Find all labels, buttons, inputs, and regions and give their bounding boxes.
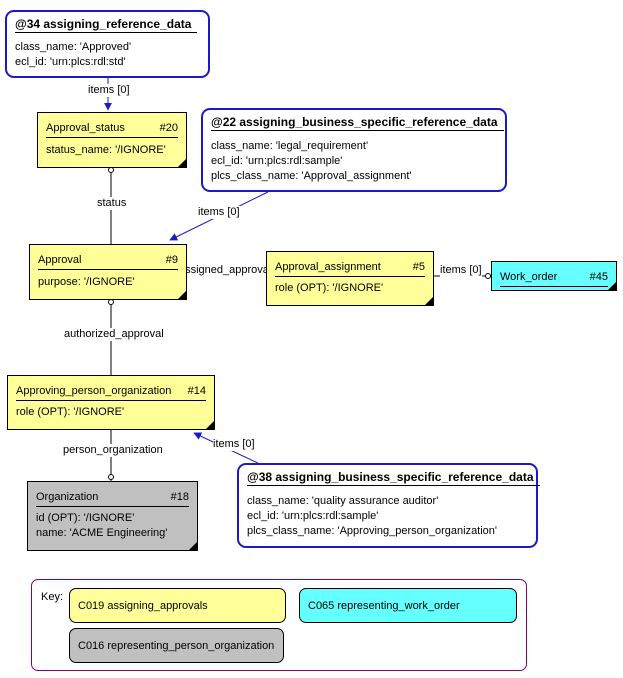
ref-box-22-line: class_name: 'legal_requirement' [211,140,369,152]
key-item-label: C065 representing_work_order [308,600,460,612]
items38-label: items [0] [213,438,255,451]
items-workorder-label: items [0] [440,264,482,277]
ref-box-22[interactable]: @22 assigning_business_specific_referenc… [201,108,507,192]
entity-name: Approving_person_organization [16,385,172,397]
entity-header: Approval_assignment #5 [275,260,425,277]
box-corner-marker [206,421,214,429]
box-corner-marker [189,542,197,550]
ref-box-22-line: ecl_id: 'urn:plcs:rdl:sample' [211,155,343,167]
entity-number: #18 [170,491,189,503]
entity-name: Approval_assignment [275,261,381,273]
entity-approval-assignment[interactable]: Approval_assignment #5 role (OPT): '/IGN… [266,251,434,306]
box-corner-marker [178,291,186,299]
authorized-approval-label: authorized_approval [64,328,164,341]
entity-number: #9 [165,254,178,266]
ref-box-38[interactable]: @38 assigning_business_specific_referenc… [237,463,540,548]
ref-box-38-line: ecl_id: 'urn:plcs:rdl:sample' [247,510,379,522]
box-corner-marker [608,282,616,290]
items-workorder-endpoint-circle [485,273,491,279]
entity-number: #5 [412,261,425,273]
entity-work-order[interactable]: Work_order #45 [491,261,617,291]
entity-attribute: role (OPT): '/IGNORE' [16,406,125,418]
entity-name: Organization [36,491,99,503]
entity-header: Approval_status #20 [46,121,178,138]
items34-label: items [0] [88,84,130,97]
entity-number: #45 [589,271,608,283]
entity-approving-person-organization[interactable]: Approving_person_organization #14 role (… [7,375,215,430]
person-organization-endpoint-circle [108,474,114,480]
entity-approval-status[interactable]: Approval_status #20 status_name: '/IGNOR… [37,112,187,168]
box-corner-marker [425,297,433,305]
ref-box-22-title: @22 assigning_business_specific_referenc… [211,114,504,131]
ref-box-22-line: plcs_class_name: 'Approval_assignment' [211,170,412,182]
assigned-approval-label-clip: assigned_approval [187,264,266,278]
entity-header: Approving_person_organization #14 [16,384,206,401]
entity-header: Approval #9 [38,253,178,270]
ref-box-38-line: class_name: 'quality assurance auditor' [247,495,439,507]
entity-number: #14 [187,385,206,397]
key-item-representing-work-order: C065 representing_work_order [299,588,517,623]
entity-attribute: id (OPT): '/IGNORE' [36,512,135,524]
key-label: Key: [41,591,64,603]
entity-number: #20 [159,122,178,134]
ref-box-34-line: ecl_id: 'urn:plcs:rdl:std' [15,56,126,68]
ref-box-38-line: plcs_class_name: 'Approving_person_organ… [247,525,498,537]
entity-name: Approval_status [46,122,125,134]
entity-attribute: role (OPT): '/IGNORE' [275,282,384,294]
entity-header: Work_order #45 [500,270,608,287]
key-item-assigning-approvals: C019 assigning_approvals [69,588,286,623]
entity-attribute: name: 'ACME Engineering' [36,527,168,539]
key-item-label: C016 representing_person_organization [78,640,275,652]
entity-attribute: purpose: '/IGNORE' [38,276,135,288]
key-item-representing-person-organization: C016 representing_person_organization [69,628,284,663]
entity-header: Organization #18 [36,490,189,507]
ref-box-34-line: class_name: 'Approved' [15,41,132,53]
entity-approval[interactable]: Approval #9 purpose: '/IGNORE' [29,244,187,300]
ref-box-34[interactable]: @34 assigning_reference_data class_name:… [5,10,210,78]
assigned-approval-label: assigned_approval [187,264,266,276]
entity-organization[interactable]: Organization #18 id (OPT): '/IGNORE' nam… [27,481,198,551]
ref-box-38-title: @38 assigning_business_specific_referenc… [247,469,540,486]
entity-name: Approval [38,254,82,266]
items22-label: items [0] [198,206,240,219]
box-corner-marker [178,159,186,167]
status-label: status [97,197,127,210]
person-organization-label: person_organization [63,444,163,457]
entity-attribute: status_name: '/IGNORE' [46,144,166,156]
authorized-approval-endpoint-circle [108,299,114,305]
key-legend: Key: C019 assigning_approvals C065 repre… [31,579,527,671]
ref-box-34-title: @34 assigning_reference_data [15,16,198,33]
status-endpoint-circle [108,167,114,173]
entity-name: Work_order [500,271,558,283]
key-item-label: C019 assigning_approvals [78,600,208,612]
